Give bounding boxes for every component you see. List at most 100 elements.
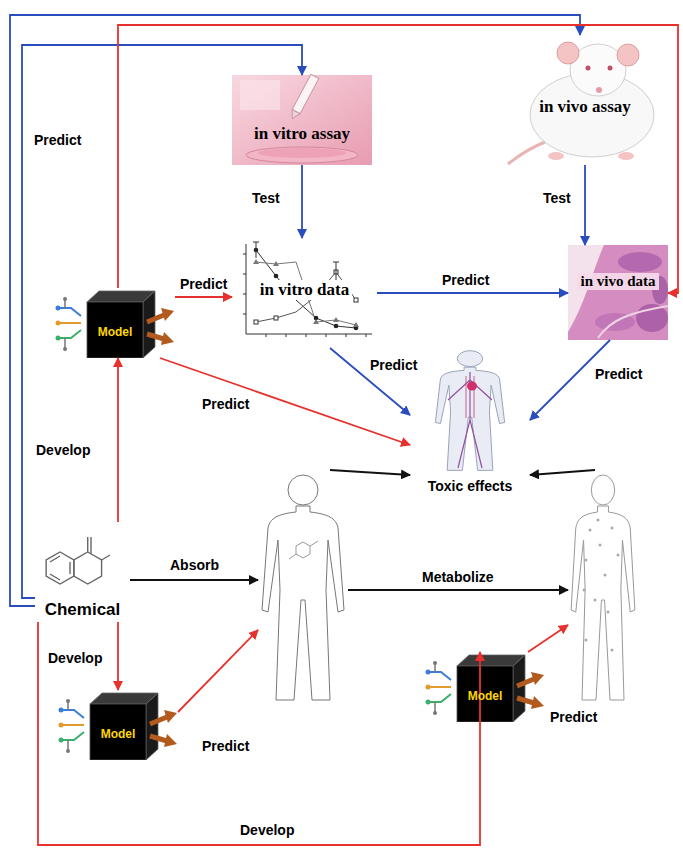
- line-chart-picture: [254, 270, 358, 324]
- assay-box: in vitro assay: [232, 75, 372, 165]
- data-box: in vivo data: [568, 245, 668, 340]
- body-with-vessels: [448, 372, 492, 468]
- human-body: [289, 541, 318, 559]
- connector-arrow: [530, 470, 595, 475]
- edge-label: Predict: [178, 276, 229, 292]
- human-body: [262, 475, 344, 700]
- metabolized-body: [611, 649, 614, 652]
- histology-picture: [598, 306, 668, 338]
- line-chart-picture: [334, 324, 339, 329]
- edge-label: Absorb: [168, 557, 221, 573]
- model-icon: [426, 655, 545, 722]
- line-chart-picture: [246, 244, 372, 334]
- rat-picture: [557, 42, 579, 64]
- chemical-structure: [46, 552, 74, 584]
- edge-label: Predict: [548, 709, 599, 725]
- metabolized-body: [617, 554, 620, 557]
- chemical-structure: [50, 556, 70, 580]
- metabolized-body: [594, 599, 597, 602]
- chemical-structure: [88, 537, 91, 554]
- edge-label: Develop: [238, 822, 296, 838]
- line-chart-picture: [354, 298, 358, 302]
- line-chart-picture: [274, 316, 278, 320]
- connector-arrow: [584, 165, 586, 245]
- chemical-structure: [46, 537, 110, 584]
- model-box: Model: [55, 288, 175, 358]
- edge-label: Develop: [46, 650, 104, 666]
- connector-arrow: [117, 358, 119, 522]
- metabolized-body: [571, 475, 635, 700]
- metabolized-body: [607, 611, 610, 614]
- metabolized-body: [583, 589, 586, 592]
- node-label: in vivo data: [577, 273, 658, 290]
- human-body: [262, 475, 344, 700]
- metabolized-body: [585, 559, 588, 562]
- in-vitro-assay-photo: [288, 74, 318, 121]
- edge-label: Develop: [34, 442, 92, 458]
- connector-arrow: [301, 165, 303, 238]
- line-chart-picture: [274, 274, 279, 279]
- rat-picture: [548, 152, 564, 160]
- model-icon: [56, 291, 175, 358]
- line-chart-picture: [256, 250, 356, 328]
- node-label: in vivo assay: [539, 97, 631, 117]
- model-icon: [59, 693, 178, 760]
- assay-box: in vivo assay: [505, 35, 665, 165]
- human-body: [296, 542, 310, 558]
- line-chart-picture: [253, 259, 359, 327]
- metabolized-body: [583, 519, 620, 652]
- node-label: Model: [98, 326, 133, 340]
- metabolized-body: [597, 519, 600, 522]
- chemical-structure: [74, 552, 102, 584]
- connector-arrow: [178, 630, 258, 712]
- line-chart-picture: [333, 317, 339, 322]
- model-icon: [56, 291, 545, 760]
- histology-picture: [568, 245, 668, 340]
- in-vitro-assay-photo: [240, 80, 280, 110]
- line-chart-picture: [253, 259, 259, 264]
- line-chart-picture: [232, 238, 377, 348]
- connector-arrow: [118, 25, 678, 293]
- rat-picture: [586, 66, 591, 71]
- rat-picture: [508, 42, 654, 164]
- connector-arrow: [38, 622, 480, 845]
- node-label: in vitro assay: [254, 124, 350, 144]
- rat-picture: [608, 66, 613, 71]
- effect-box: Toxic effects: [410, 345, 530, 500]
- line-chart-picture: [253, 242, 339, 282]
- connector-arrow: [175, 296, 232, 298]
- rat-picture: [596, 87, 602, 93]
- connector-arrow: [130, 579, 258, 581]
- line-chart-picture: [254, 248, 359, 331]
- histology-picture: [618, 252, 662, 272]
- model-box: Model: [425, 652, 545, 722]
- chemical-structure: [102, 555, 110, 560]
- rat-picture: [618, 152, 634, 160]
- edge-label: Predict: [200, 738, 251, 754]
- in-vitro-assay-photo: [258, 148, 346, 158]
- body-with-vessels: [467, 382, 477, 391]
- connector-arrow: [528, 625, 568, 652]
- edge-label: Predict: [440, 272, 491, 288]
- line-chart-picture: [353, 322, 359, 327]
- node-label: in vitro data: [257, 280, 352, 300]
- metabolized-body: [589, 529, 592, 532]
- metabolized-body: [604, 574, 607, 577]
- body-figure: [258, 470, 348, 705]
- histology-picture: [568, 245, 668, 340]
- model-box: Model: [58, 690, 178, 760]
- edge-label: Predict: [593, 366, 644, 382]
- line-chart-picture: [254, 320, 258, 324]
- line-chart-picture: [256, 272, 356, 322]
- line-chart-picture: [243, 254, 366, 337]
- connector-arrow: [348, 589, 568, 591]
- edge-label: Predict: [200, 396, 251, 412]
- edge-label: Predict: [368, 357, 419, 373]
- connector-arrow: [10, 15, 580, 606]
- connector-arrow: [377, 292, 568, 294]
- body-figure: [568, 470, 638, 705]
- node-label: Model: [101, 728, 136, 742]
- in-vitro-assay-photo: [232, 75, 372, 165]
